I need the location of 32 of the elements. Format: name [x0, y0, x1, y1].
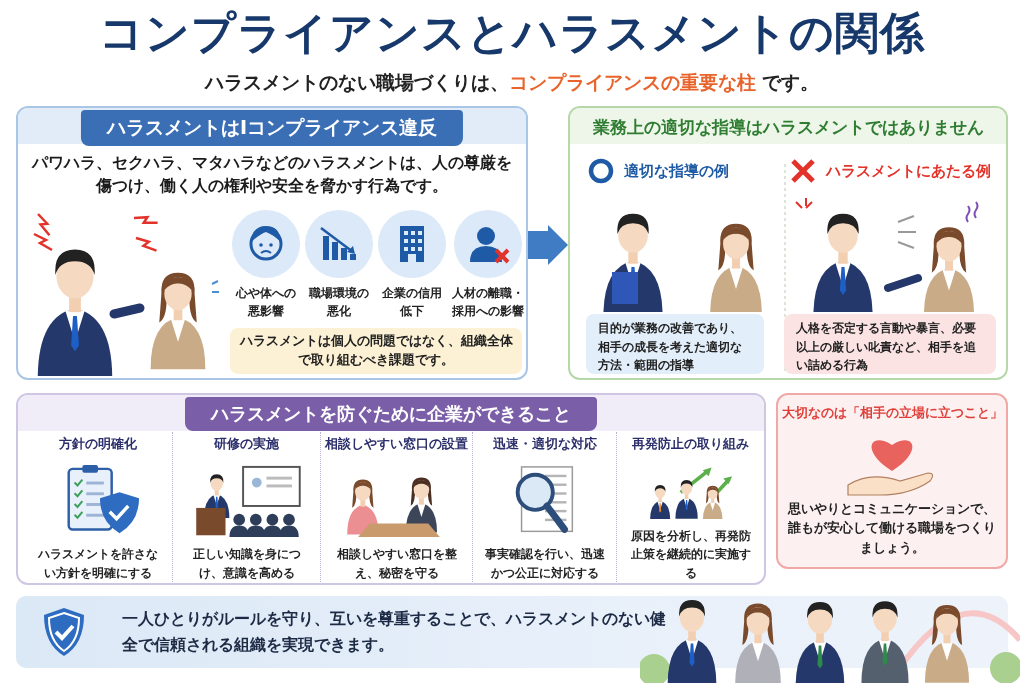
- impact-label: 企業の信用低下: [381, 285, 443, 320]
- panel: [568, 106, 1008, 380]
- measure-title: 迅速・適切な対応: [492, 436, 597, 453]
- title: コンプライアンスとハラスメントの関係: [98, 6, 926, 60]
- panel-heading: 大切なのは「相手の立場に立つこと」: [780, 405, 1004, 422]
- measure-description: 事実確認を行い、迅速かつ公正に対応する: [483, 546, 606, 582]
- impact-label: 職場環境の悪化: [308, 285, 370, 320]
- measure-title: 再発防止の取り組み: [632, 436, 749, 453]
- measure-description: 相談しやすい窓口を整え、秘密を守る: [335, 546, 458, 582]
- panel-heading: ハラスメントはIコンプライアンス違反: [80, 110, 464, 146]
- measure-description: ハラスメントを許さない方針を明確にする: [37, 546, 159, 582]
- message-text: 思いやりとコミュニケーションで、誰もが安心して働ける職場をつくりましょう。: [786, 500, 997, 557]
- impact-label: 心や体への悪影響: [235, 285, 297, 320]
- panel-heading: 業務上の適切な指導はハラスメントではありません: [591, 116, 985, 139]
- panel-heading: ハラスメントを防ぐために企業ができること: [185, 397, 597, 431]
- panel: [16, 106, 528, 380]
- impact-label: 人材の離職・採用への影響: [451, 285, 525, 320]
- note-box: ハラスメントは個人の問題ではなく、組織全体で取り組むべき課題です。: [230, 328, 522, 374]
- example-heading: ハラスメントにあたる例: [826, 161, 991, 181]
- measure-description: 原因を分析し、再発防止策を継続的に実施する: [629, 527, 752, 582]
- example-box: 人格を否定する言動や暴言、必要以上の厳しい叱責など、相手を追い詰める行為: [784, 314, 996, 374]
- measure-title: 研修の実施: [214, 436, 279, 453]
- closing-message: 一人ひとりがルールを守り、互いを尊重することで、ハラスメントのない健全で信頼される組織を実現できます。: [122, 608, 667, 656]
- subtitle: ハラスメントのない職場づくりは、コンプライアンスの重要な柱 です。: [203, 70, 821, 95]
- measure-title: 方針の明確化: [59, 436, 137, 453]
- panel: [16, 393, 766, 585]
- measure-description: 正しい知識を身につけ、意識を高める: [191, 546, 302, 582]
- example-heading: 適切な指導の例: [624, 161, 729, 181]
- measure-title: 相談しやすい窓口の設置: [325, 436, 468, 453]
- panel: [776, 393, 1008, 569]
- example-box: 目的が業務の改善であり、相手の成長を考えた適切な方法・範囲の指導: [586, 314, 764, 374]
- description-text: パワハラ、セクハラ、マタハラなどのハラスメントは、人の尊厳を傷つけ、働く人の権利や安全を脅かす行為です。: [32, 153, 512, 198]
